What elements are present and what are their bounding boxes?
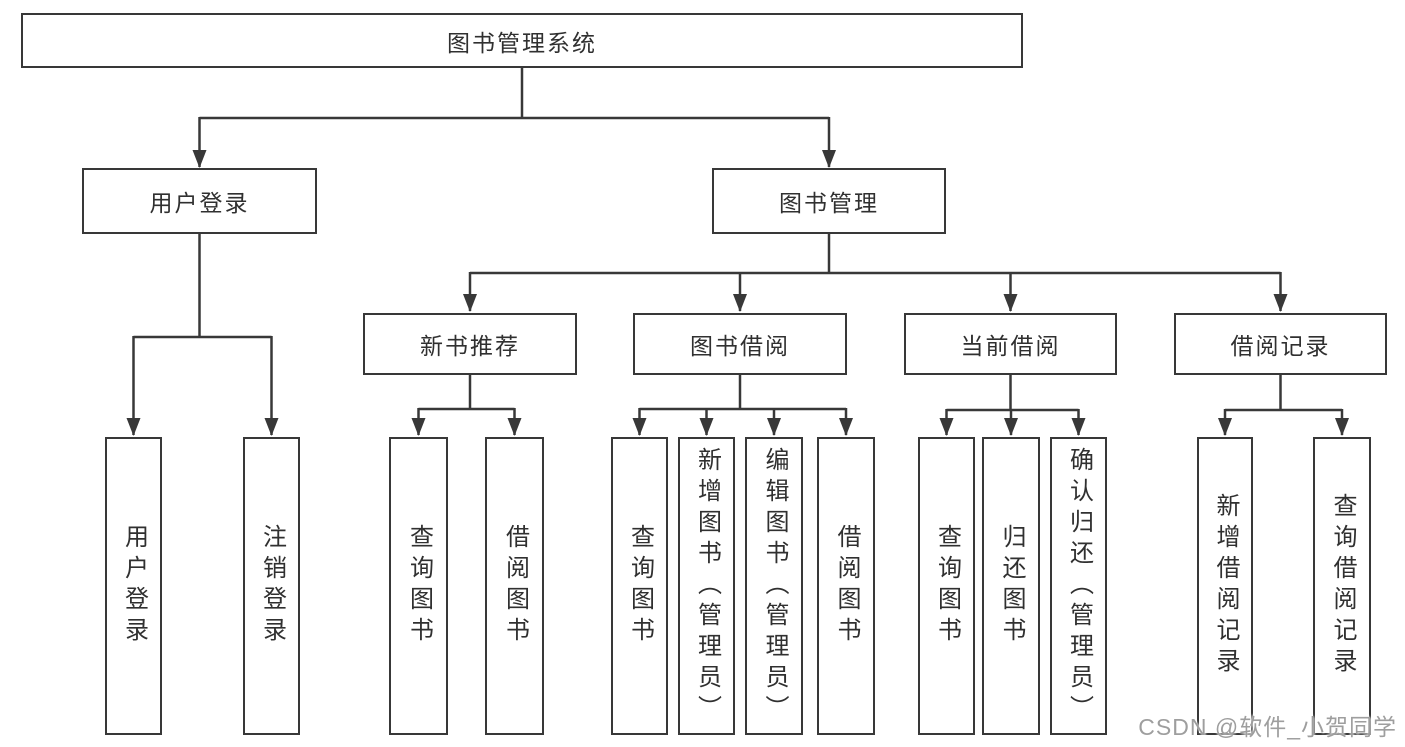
leaf-borrowing-edit-book-admin-label: 编辑图书（管理员） <box>761 446 788 726</box>
node-borrowing-records: 借阅记录 <box>1174 313 1387 375</box>
leaf-records-query-borrow-record-label: 查询借阅记录 <box>1329 493 1356 679</box>
leaf-current-return-book-label: 归还图书 <box>998 524 1025 648</box>
leaf-recommend-borrow-book-label: 借阅图书 <box>501 524 529 648</box>
leaf-logout-login-label: 注销登录 <box>258 524 286 648</box>
leaf-recommend-query-book: 查询图书 <box>389 437 448 735</box>
node-book-management: 图书管理 <box>712 168 946 234</box>
leaf-logout-login: 注销登录 <box>243 437 300 735</box>
leaf-borrowing-add-book-admin: 新增图书（管理员） <box>678 437 735 735</box>
leaf-borrowing-borrow-book: 借阅图书 <box>817 437 875 735</box>
node-user-login: 用户登录 <box>82 168 317 234</box>
leaf-user-login-label: 用户登录 <box>120 524 148 648</box>
leaf-borrowing-edit-book-admin: 编辑图书（管理员） <box>745 437 803 735</box>
leaf-recommend-query-book-label: 查询图书 <box>405 524 433 648</box>
leaf-borrowing-add-book-admin-label: 新增图书（管理员） <box>693 446 721 726</box>
leaf-recommend-borrow-book: 借阅图书 <box>485 437 544 735</box>
leaf-borrowing-borrow-book-label: 借阅图书 <box>833 524 860 648</box>
leaf-current-confirm-return-admin-label: 确认归还（管理员） <box>1065 446 1093 726</box>
node-new-book-recommend: 新书推荐 <box>363 313 577 375</box>
leaf-current-query-book: 查询图书 <box>918 437 975 735</box>
csdn-watermark: CSDN @软件_小贺同学 <box>1138 714 1397 740</box>
leaf-user-login: 用户登录 <box>105 437 162 735</box>
node-library-system: 图书管理系统 <box>21 13 1023 68</box>
leaf-current-query-book-label: 查询图书 <box>933 524 961 648</box>
leaf-borrowing-query-book-label: 查询图书 <box>626 524 654 648</box>
leaf-current-return-book: 归还图书 <box>982 437 1040 735</box>
node-book-borrowing: 图书借阅 <box>633 313 847 375</box>
leaf-records-add-borrow-record-label: 新增借阅记录 <box>1212 493 1239 679</box>
node-current-borrowing: 当前借阅 <box>904 313 1117 375</box>
leaf-borrowing-query-book: 查询图书 <box>611 437 668 735</box>
leaf-records-query-borrow-record: 查询借阅记录 <box>1313 437 1371 735</box>
leaf-current-confirm-return-admin: 确认归还（管理员） <box>1050 437 1107 735</box>
leaf-records-add-borrow-record: 新增借阅记录 <box>1197 437 1253 735</box>
